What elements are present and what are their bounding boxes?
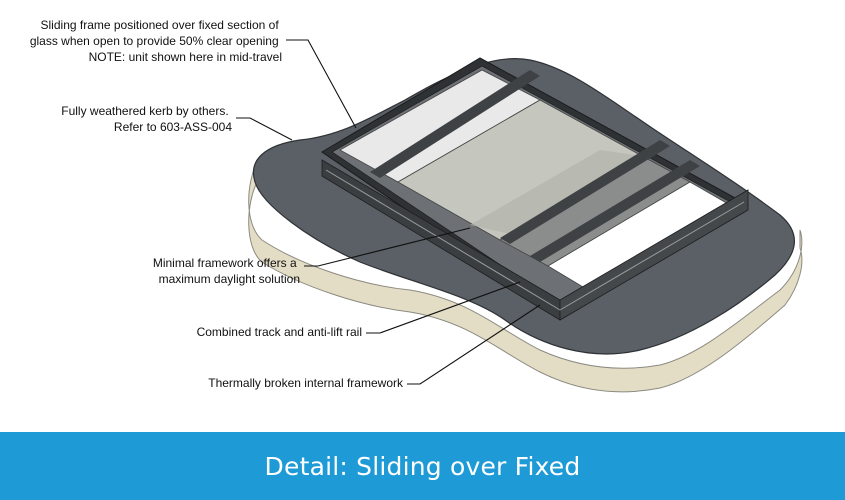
internal-framework-line	[559, 201, 745, 311]
skylight-isometric-drawing: Sliding frame positioned over fixed sect…	[30, 18, 803, 393]
leader-thermal	[407, 304, 541, 385]
caption-bar: Detail: Sliding over Fixed	[0, 432, 845, 500]
anti-lift-rail-line	[325, 169, 561, 311]
roof-slab-side	[248, 159, 803, 393]
annotation-track: Combined track and anti-lift rail	[197, 325, 362, 339]
annotation-thermal: Thermally broken internal framework	[208, 376, 404, 390]
sliding-frame-rail-3	[530, 160, 700, 262]
sliding-frame-rail-1	[370, 70, 540, 178]
caption-title: Detail: Sliding over Fixed	[264, 451, 581, 481]
leader-sliding-frame	[286, 39, 357, 129]
leader-kerb	[236, 117, 293, 141]
sliding-frame-rail-2	[500, 140, 670, 244]
annotation-kerb: Fully weathered kerb by others. Refer to…	[61, 104, 232, 134]
leader-framework	[304, 227, 471, 267]
annotation-framework: Minimal framework offers a maximum dayli…	[153, 256, 300, 286]
glass-pane-reflection	[470, 150, 642, 234]
leader-track	[366, 281, 521, 334]
annotation-sliding-frame: Sliding frame positioned over fixed sect…	[30, 18, 282, 64]
